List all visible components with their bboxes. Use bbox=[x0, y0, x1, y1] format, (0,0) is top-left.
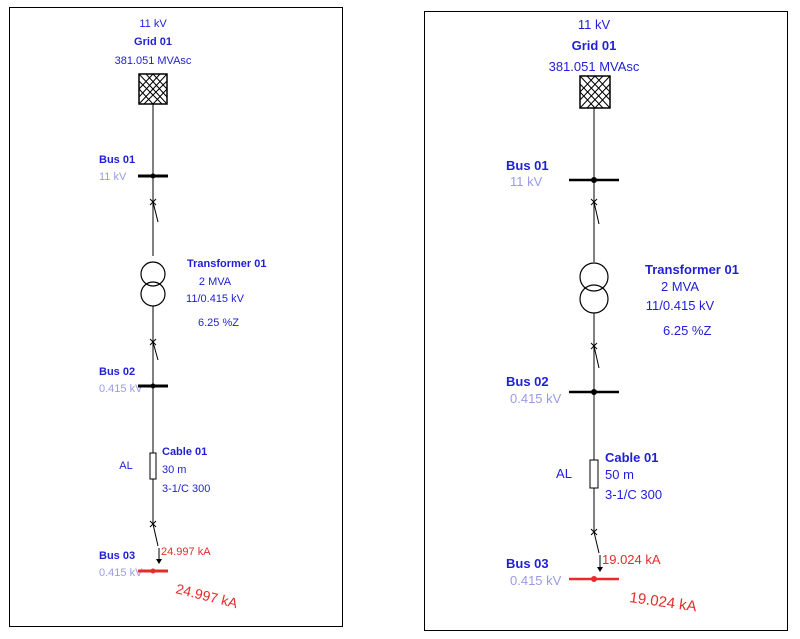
transformer-symbol[interactable] bbox=[140, 261, 166, 307]
cable-spec-label: 3-1/C 300 bbox=[605, 487, 662, 502]
bus01-name-label: Bus 01 bbox=[99, 154, 135, 166]
grid-voltage-label: 11 kV bbox=[139, 18, 167, 30]
grid-voltage-label: 11 kV bbox=[578, 17, 611, 32]
grid-name-label[interactable]: Grid 01 bbox=[134, 36, 172, 48]
transformer-name-label: Transformer 01 bbox=[187, 258, 266, 270]
bus01-name-label: Bus 01 bbox=[506, 158, 549, 173]
bus03-node bbox=[150, 568, 156, 574]
cable-length-label: 50 m bbox=[605, 467, 634, 482]
fault-current-arrow-label: 24.997 kA bbox=[161, 546, 211, 558]
bus02-name-label: Bus 02 bbox=[506, 374, 549, 389]
diagram-panel-right: 11 kV Grid 01 381.051 MVAsc Bus 01 11 kV… bbox=[424, 11, 788, 631]
bus02-voltage-label: 0.415 kV bbox=[510, 391, 562, 406]
grid-symbol[interactable] bbox=[138, 73, 168, 105]
breaker-3[interactable] bbox=[590, 528, 600, 554]
cable-length-label: 30 m bbox=[162, 464, 186, 476]
cable-symbol[interactable] bbox=[589, 459, 599, 489]
bus03-name-label: Bus 03 bbox=[99, 550, 135, 562]
transformer-ratio-label: 11/0.415 kV bbox=[186, 293, 245, 305]
bus01-node bbox=[150, 173, 156, 179]
one-line-diagram-left: 11 kV Grid 01 381.051 MVAsc Bus 01 11 kV… bbox=[99, 18, 266, 611]
fault-current-arrow-label: 19.024 kA bbox=[602, 552, 661, 567]
bus01-voltage-label: 11 kV bbox=[99, 171, 127, 183]
bus03-voltage-label: 0.415 kV bbox=[510, 573, 562, 588]
fault-arrow-head bbox=[156, 559, 162, 564]
bus03-node bbox=[591, 576, 597, 582]
grid-symbol[interactable] bbox=[579, 75, 611, 109]
transformer-ratio-label: 11/0.415 kV bbox=[646, 298, 715, 313]
cable-material-label: AL bbox=[556, 466, 572, 481]
cable-spec-label: 3-1/C 300 bbox=[162, 483, 210, 495]
grid-name-label[interactable]: Grid 01 bbox=[572, 38, 617, 53]
transformer-name-label: Transformer 01 bbox=[645, 262, 739, 277]
fault-arrow-head bbox=[597, 567, 603, 572]
fault-current-bus-label: 19.024 kA bbox=[628, 589, 697, 615]
bus02-voltage-label: 0.415 kV bbox=[99, 383, 143, 395]
bus03-name-label: Bus 03 bbox=[506, 556, 549, 571]
bus02-name-label: Bus 02 bbox=[99, 366, 135, 378]
breaker-2[interactable] bbox=[590, 342, 600, 369]
diagram-panel-left: 11 kV Grid 01 381.051 MVAsc Bus 01 11 kV… bbox=[9, 7, 343, 627]
grid-rating-label: 381.051 MVAsc bbox=[115, 55, 192, 67]
cable-name-label: Cable 01 bbox=[162, 446, 207, 458]
cable-material-label: AL bbox=[119, 460, 132, 472]
cable-symbol[interactable] bbox=[149, 452, 157, 480]
bus01-voltage-label: 11 kV bbox=[510, 174, 543, 189]
bus01-node bbox=[591, 177, 597, 183]
transformer-impedance-label: 6.25 %Z bbox=[663, 323, 711, 338]
breaker-2[interactable] bbox=[149, 338, 159, 361]
transformer-rating-label: 2 MVA bbox=[199, 276, 232, 288]
breaker-1[interactable] bbox=[590, 198, 600, 225]
bus03-voltage-label: 0.415 kV bbox=[99, 567, 143, 579]
cable-name-label: Cable 01 bbox=[605, 450, 658, 465]
fault-current-bus-label: 24.997 kA bbox=[174, 580, 240, 611]
one-line-diagram-right: 11 kV Grid 01 381.051 MVAsc Bus 01 11 kV… bbox=[506, 17, 739, 615]
grid-rating-label: 381.051 MVAsc bbox=[549, 59, 640, 74]
transformer-rating-label: 2 MVA bbox=[661, 279, 699, 294]
breaker-1[interactable] bbox=[149, 198, 159, 223]
breaker-3[interactable] bbox=[149, 520, 159, 547]
transformer-symbol[interactable] bbox=[579, 262, 609, 314]
transformer-impedance-label: 6.25 %Z bbox=[198, 317, 239, 329]
